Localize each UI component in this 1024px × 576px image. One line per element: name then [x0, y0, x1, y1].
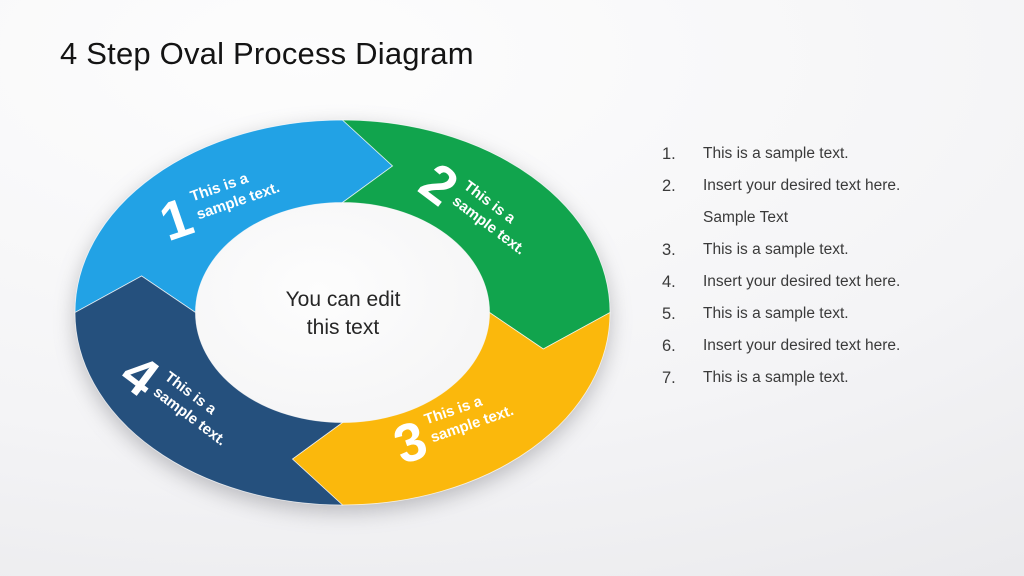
list-item-number: 7.	[662, 369, 676, 387]
list-item-number: 3.	[662, 241, 676, 259]
list-item: 2. Insert your desired text here. Sample…	[662, 170, 917, 234]
list-item-text: Insert your desired text here.	[703, 337, 901, 354]
list-item: 5. This is a sample text.	[662, 298, 917, 330]
list-item-text: This is a sample text.	[703, 145, 849, 162]
page-title: 4 Step Oval Process Diagram	[60, 36, 474, 71]
list-item-text: This is a sample text.	[703, 369, 849, 386]
list-item-number: 2.	[662, 177, 676, 195]
list-item: 7. This is a sample text.	[662, 362, 917, 394]
list-item-text: Insert your desired text here.	[703, 273, 901, 290]
list-item: 3. This is a sample text.	[662, 234, 917, 266]
list-item-number: 6.	[662, 337, 676, 355]
list-item: 1. This is a sample text.	[662, 138, 917, 170]
list-item: 6. Insert your desired text here.	[662, 330, 917, 362]
center-placeholder-text: You can edit this text	[285, 288, 401, 339]
list-item-text: Insert your desired text here. Sample Te…	[703, 177, 901, 226]
list-item-number: 4.	[662, 273, 676, 291]
list-item-number: 5.	[662, 305, 676, 323]
list-item-text: This is a sample text.	[703, 241, 849, 258]
center-oval	[195, 202, 490, 423]
numbered-text-list: 1. This is a sample text. 2. Insert your…	[662, 138, 917, 394]
list-item-number: 1.	[662, 145, 676, 163]
list-item: 4. Insert your desired text here.	[662, 266, 917, 298]
list-item-text: This is a sample text.	[703, 305, 849, 322]
